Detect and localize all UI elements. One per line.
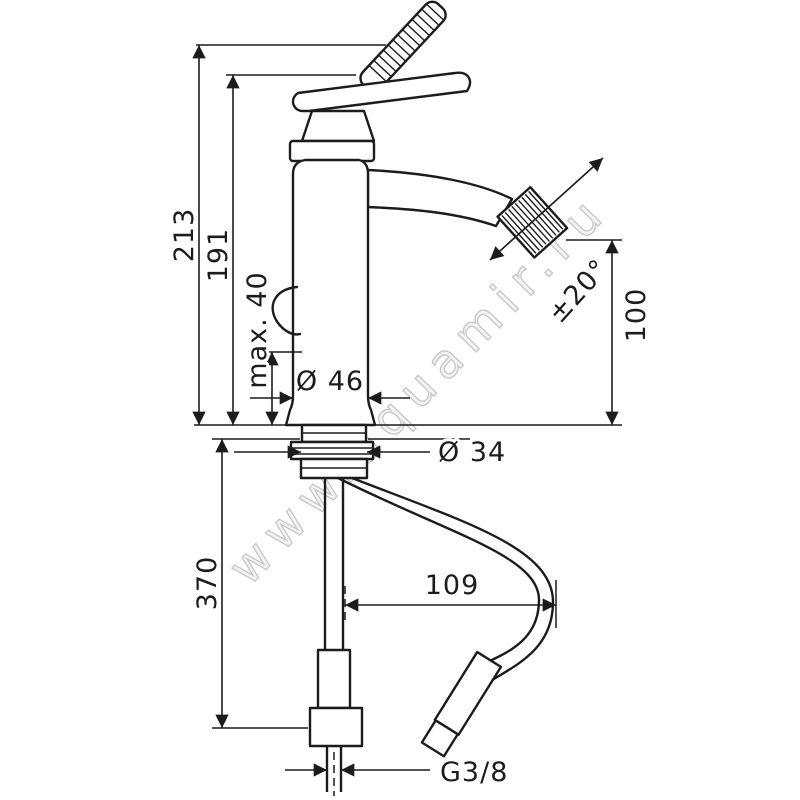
dim-label-max-thickness: max. 40 [242, 271, 273, 388]
pull-hook [271, 285, 302, 336]
spout [366, 168, 514, 228]
dim-label-hose-length: 370 [192, 556, 223, 611]
dim-label-body-diameter: Ø 46 [296, 366, 364, 397]
g38-connector [308, 706, 364, 796]
dim-label-total-height: 213 [169, 208, 200, 263]
extension-lines [194, 44, 622, 729]
dimension-labels: 213 191 max. 40 Ø 46 Ø 34 370 109 100 ±2… [166, 205, 655, 791]
supply-hose-straight [316, 478, 352, 710]
dim-label-body-height: 191 [203, 228, 234, 283]
dim-label-spout-height: 100 [621, 288, 652, 343]
collar-ring [288, 139, 376, 163]
dimension-lines [192, 45, 619, 777]
swivel-arrow [489, 157, 604, 261]
lever-handle [291, 71, 472, 113]
cartridge-cap [300, 109, 376, 143]
supply-hose-curved [337, 476, 555, 758]
dim-label-hose-offset: 109 [425, 570, 480, 601]
watermark-text: www.aquamir.ru [218, 183, 620, 596]
hose-end-connector [420, 719, 459, 758]
lever-hatch [369, 4, 444, 82]
dim-label-thread: G3/8 [440, 757, 508, 788]
dim-label-shaft-diameter: Ø 34 [438, 437, 506, 468]
mounting-flange [289, 440, 375, 461]
